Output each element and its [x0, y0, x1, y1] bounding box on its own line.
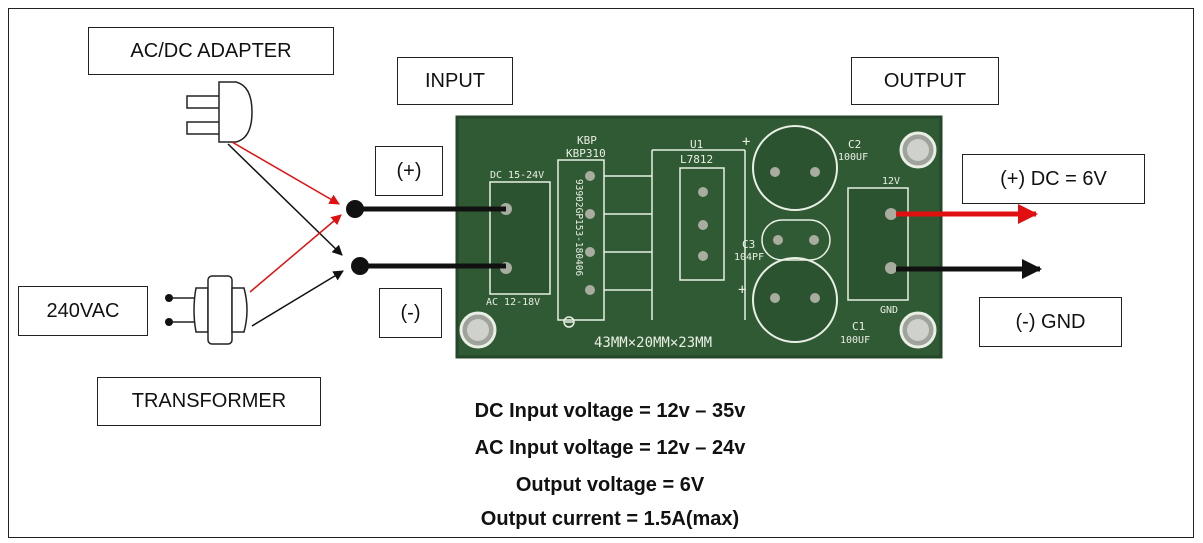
input-terminal-positive: [346, 200, 364, 218]
wire-transformer-negative: [251, 270, 344, 327]
pcb-c2-value: 100UF: [838, 152, 868, 163]
input-positive-label: (+): [375, 146, 443, 196]
pcb-c1-label: C1: [852, 320, 865, 333]
output-positive-label: (+) DC = 6V: [962, 154, 1145, 204]
pcb-u1-label: U1: [690, 138, 703, 151]
spec-output-voltage: Output voltage = 6V: [515, 474, 705, 496]
pcb-kbp-label: KBP: [577, 134, 597, 147]
spec-ac-input-voltage: AC Input voltage = 12v – 24v: [474, 437, 746, 459]
pcb-dc-range: DC 15-24V: [490, 170, 544, 181]
pcb-board: KBP KBP310 93902GP153-180406 DC 15-24V A…: [455, 115, 943, 359]
pcb-bridge-code: 93902GP153-180406: [573, 179, 584, 277]
wire-adapter-positive: [231, 141, 340, 205]
ac-dc-adapter-label: AC/DC ADAPTER: [88, 27, 334, 75]
input-negative-label: (-): [379, 288, 442, 338]
spec-output-current: Output current = 1.5A(max): [480, 508, 740, 530]
pcb-dimensions: 43MM×20MM×23MM: [594, 335, 712, 351]
spec-dc-input-voltage: DC Input voltage = 12v – 35v: [474, 400, 746, 422]
transformer-label: TRANSFORMER: [97, 377, 321, 426]
pcb-ac-range: AC 12-18V: [486, 297, 540, 308]
wire-adapter-negative: [227, 143, 343, 256]
pcb-c2-label: C2: [848, 138, 861, 151]
plug-adapter-icon: [186, 81, 253, 143]
input-label: INPUT: [397, 57, 513, 105]
pcb-l7812-label: L7812: [680, 153, 713, 166]
pcb-plus-mark-bottom: +: [738, 282, 746, 298]
wire-transformer-positive: [249, 214, 342, 293]
pcb-plus-mark-top: +: [742, 134, 750, 150]
transformer-plug-icon: [165, 275, 248, 345]
pcb-kbp310-label: KBP310: [566, 147, 606, 160]
pcb-12v-label: 12V: [882, 176, 900, 187]
pcb-c3-value: 104PF: [734, 252, 764, 263]
pcb-c3-label: C3: [742, 238, 755, 251]
output-ground-label: (-) GND: [979, 297, 1122, 347]
pcb-gnd-label: GND: [880, 305, 898, 316]
pcb-c1-value: 100UF: [840, 335, 870, 346]
vac-label: 240VAC: [18, 286, 148, 336]
output-label: OUTPUT: [851, 57, 999, 105]
input-terminal-negative: [351, 257, 369, 275]
